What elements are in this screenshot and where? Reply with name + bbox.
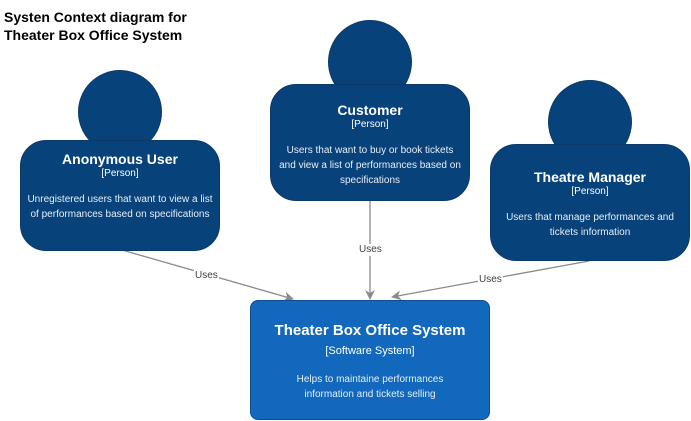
person-theatre-manager: Theatre Manager [Person] Users that mana… (490, 80, 690, 261)
diagram-title-line-2: Theater Box Office System (4, 27, 183, 43)
edge-label-manager: Uses (478, 274, 503, 286)
customer-type: [Person] (351, 119, 389, 130)
system-type: [Software System] (325, 345, 415, 357)
diagram-title: Systen Context diagram for Theater Box O… (4, 8, 187, 44)
customer-description: Users that want to buy or book tickets a… (279, 145, 461, 186)
customer-name: Customer (337, 102, 403, 118)
software-system-box: Theater Box Office System [Software Syst… (250, 300, 490, 420)
theatre-manager-body: Theatre Manager [Person] Users that mana… (490, 144, 690, 261)
customer-body: Customer [Person] Users that want to buy… (270, 84, 470, 201)
theatre-manager-name: Theatre Manager (533, 169, 647, 185)
theatre-manager-description: Users that manage performances and ticke… (506, 212, 674, 238)
person-anonymous-user: Anonymous User [Person] Unregistered use… (20, 70, 220, 251)
anonymous-user-body: Anonymous User [Person] Unregistered use… (20, 140, 220, 251)
edge-label-anonymous: Uses (194, 270, 219, 282)
anonymous-user-name: Anonymous User (62, 151, 178, 167)
anonymous-user-description: Unregistered users that want to view a l… (27, 194, 213, 220)
diagram-title-line-1: Systen Context diagram for (4, 9, 187, 25)
system-description: Helps to maintaine performances informat… (296, 374, 444, 400)
theatre-manager-type: [Person] (571, 186, 609, 197)
anonymous-user-type: [Person] (101, 168, 139, 179)
system-name: Theater Box Office System (274, 322, 466, 339)
person-customer: Customer [Person] Users that want to buy… (270, 20, 470, 201)
edge-label-customer: Uses (358, 244, 383, 256)
